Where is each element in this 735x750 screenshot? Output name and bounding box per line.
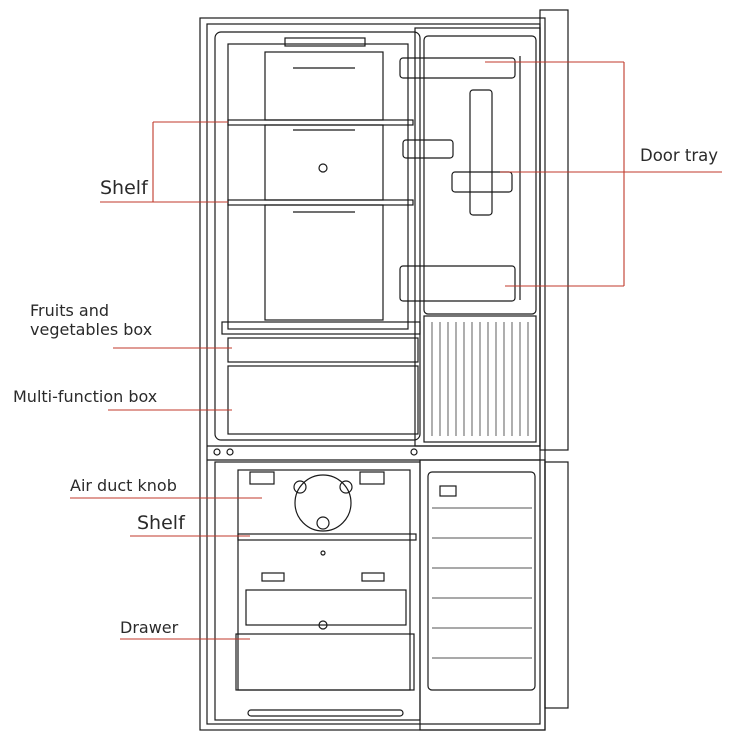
door-tray-3 xyxy=(451,171,513,193)
fruits-vegetables-box xyxy=(227,337,419,363)
crisper-cover xyxy=(221,321,421,335)
air-duct-knob-right xyxy=(359,471,385,485)
glass-shelf-upper xyxy=(227,119,414,126)
air-vent-knob xyxy=(318,163,328,173)
label-fruits-line2: vegetables box xyxy=(30,320,153,339)
drawer xyxy=(235,633,415,691)
control-panel xyxy=(284,37,366,47)
freezer-handle-right xyxy=(361,572,385,582)
fan-hub xyxy=(339,480,353,494)
leader-lines xyxy=(70,61,722,640)
label-drawer: Drawer xyxy=(120,618,179,637)
fridge-compartment xyxy=(214,31,421,441)
door-side-edge xyxy=(539,9,569,451)
freezer-door-liner xyxy=(427,471,536,691)
fridge-door-liner xyxy=(423,35,537,315)
door-tray-1 xyxy=(399,57,516,79)
rear-panel-1 xyxy=(264,51,384,121)
hinge-screw xyxy=(226,448,234,456)
drawer-top xyxy=(245,589,407,626)
label-air-duct-knob: Air duct knob xyxy=(70,476,177,495)
freezer-door-shelves xyxy=(432,507,532,659)
freezer-door-side xyxy=(544,461,569,709)
fridge-door-panel xyxy=(423,315,537,443)
label-multi-function: Multi-function box xyxy=(13,387,158,406)
door-tray-4 xyxy=(399,265,516,302)
fridge-door xyxy=(414,27,541,447)
label-fruits-line1: Fruits and xyxy=(30,301,109,320)
door-tray-2 xyxy=(402,139,454,159)
label-shelf-lower: Shelf xyxy=(137,512,185,534)
fridge-body xyxy=(199,9,569,731)
air-duct-knob xyxy=(249,471,275,485)
label-shelf-upper: Shelf xyxy=(100,177,148,199)
freezer-vent-dot xyxy=(320,550,326,556)
door-ribs xyxy=(431,322,529,436)
door-tray-bottle-holder xyxy=(469,89,493,216)
rear-panel-3 xyxy=(264,204,384,321)
multi-function-box xyxy=(227,365,419,435)
label-door-tray: Door tray xyxy=(640,146,719,165)
fan-hub xyxy=(316,516,330,530)
freezer-handle-left xyxy=(261,572,285,582)
freezer-control xyxy=(439,485,457,497)
drawer-knob xyxy=(318,620,328,630)
bottom-vent xyxy=(247,709,404,717)
freezer-shelf xyxy=(237,533,417,541)
fan-hub xyxy=(293,480,307,494)
glass-shelf-middle xyxy=(227,199,414,206)
cabinet-inner-outline xyxy=(206,23,541,725)
rear-panel-2 xyxy=(264,124,384,201)
hinge-screw xyxy=(410,448,418,456)
fan-cover xyxy=(294,474,352,532)
fridge-liner xyxy=(227,43,409,330)
cabinet-outline xyxy=(199,17,546,731)
hinge-screw xyxy=(213,448,221,456)
